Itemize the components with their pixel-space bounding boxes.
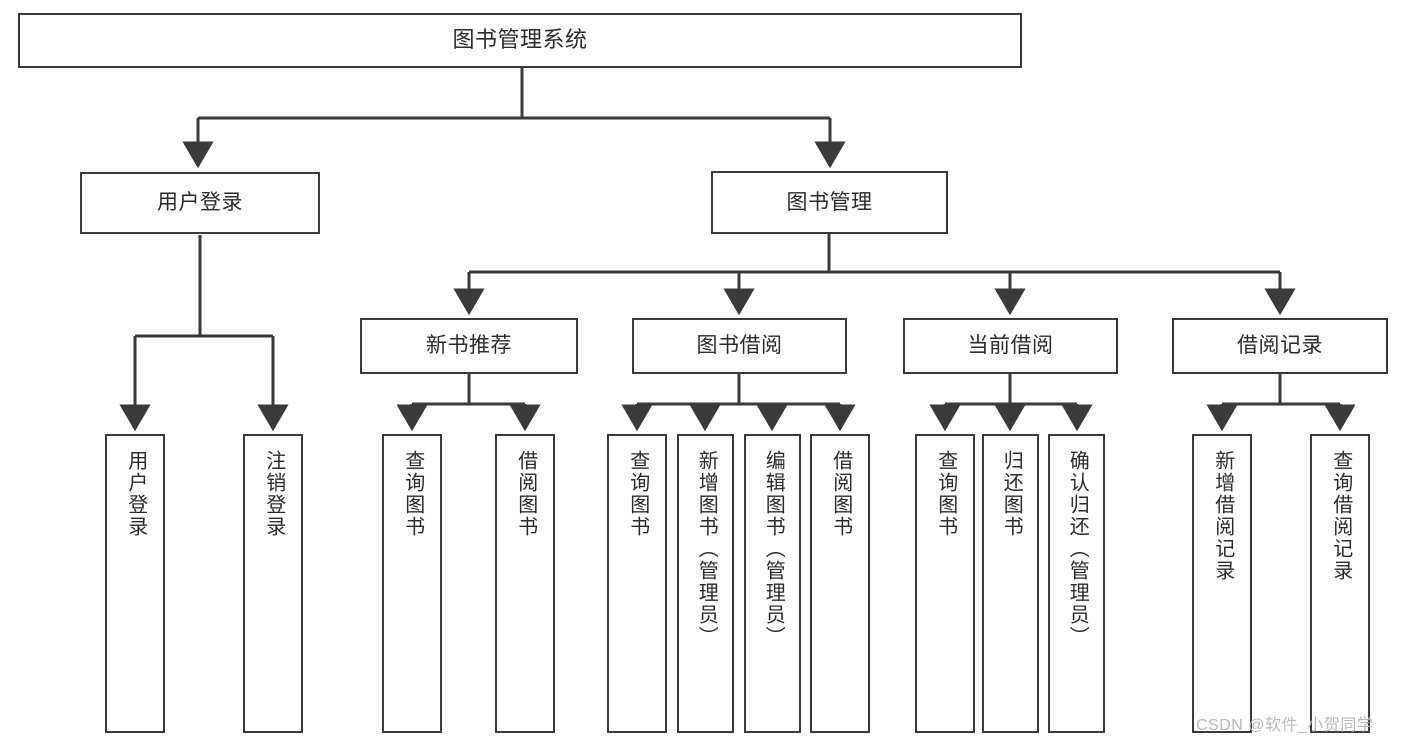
node-leaf-borrow-book-2[interactable]: 借阅图书: [810, 434, 870, 733]
node-book-borrow[interactable]: 图书借阅: [632, 318, 847, 374]
node-leaf-query-book-2[interactable]: 查询图书: [607, 434, 667, 733]
node-leaf-query-book-3-label: 查询图书: [934, 450, 957, 538]
node-leaf-borrow-book-2-label: 借阅图书: [829, 450, 852, 538]
node-leaf-query-book-2-label: 查询图书: [626, 450, 649, 538]
node-leaf-add-record[interactable]: 新增借阅记录: [1192, 434, 1252, 733]
node-book-manage-label: 图书管理: [786, 190, 873, 214]
node-leaf-query-record-label: 查询借阅记录: [1329, 450, 1352, 582]
node-leaf-confirm-return[interactable]: 确认归还（管理员）: [1048, 434, 1105, 733]
node-borrow-record[interactable]: 借阅记录: [1172, 318, 1388, 374]
node-leaf-borrow-book-1-label: 借阅图书: [514, 450, 537, 538]
node-book-borrow-label: 图书借阅: [696, 334, 783, 358]
node-leaf-query-record[interactable]: 查询借阅记录: [1310, 434, 1370, 733]
node-leaf-logout-label: 注销登录: [262, 450, 285, 538]
watermark: CSDN @软件_小贺同学: [1196, 717, 1374, 734]
node-leaf-user-login[interactable]: 用户登录: [105, 434, 165, 733]
node-leaf-user-login-label: 用户登录: [124, 450, 147, 538]
node-current-borrow-label: 当前借阅: [967, 334, 1054, 358]
node-leaf-return-book-label: 归还图书: [1000, 450, 1023, 538]
node-current-borrow[interactable]: 当前借阅: [903, 318, 1118, 374]
node-leaf-borrow-book-1[interactable]: 借阅图书: [495, 434, 555, 733]
node-new-book-rec-label: 新书推荐: [426, 334, 512, 358]
node-leaf-confirm-return-label: 确认归还（管理员）: [1066, 450, 1089, 648]
node-leaf-query-book-3[interactable]: 查询图书: [915, 434, 975, 733]
node-leaf-add-book-label: 新增图书（管理员）: [695, 450, 718, 648]
node-leaf-add-book[interactable]: 新增图书（管理员）: [677, 434, 734, 733]
node-root[interactable]: 图书管理系统: [18, 13, 1022, 68]
node-new-book-rec[interactable]: 新书推荐: [360, 318, 578, 374]
node-leaf-edit-book-label: 编辑图书（管理员）: [762, 450, 785, 648]
node-borrow-record-label: 借阅记录: [1237, 334, 1323, 358]
node-leaf-query-book-1-label: 查询图书: [401, 450, 424, 538]
node-leaf-edit-book[interactable]: 编辑图书（管理员）: [744, 434, 801, 733]
node-root-label: 图书管理系统: [452, 27, 588, 53]
node-user-login-label: 用户登录: [157, 191, 243, 215]
node-leaf-query-book-1[interactable]: 查询图书: [382, 434, 442, 733]
node-leaf-return-book[interactable]: 归还图书: [982, 434, 1039, 733]
node-user-login[interactable]: 用户登录: [80, 172, 320, 234]
node-leaf-logout[interactable]: 注销登录: [243, 434, 303, 733]
node-book-manage[interactable]: 图书管理: [711, 171, 948, 234]
node-leaf-add-record-label: 新增借阅记录: [1211, 450, 1234, 582]
